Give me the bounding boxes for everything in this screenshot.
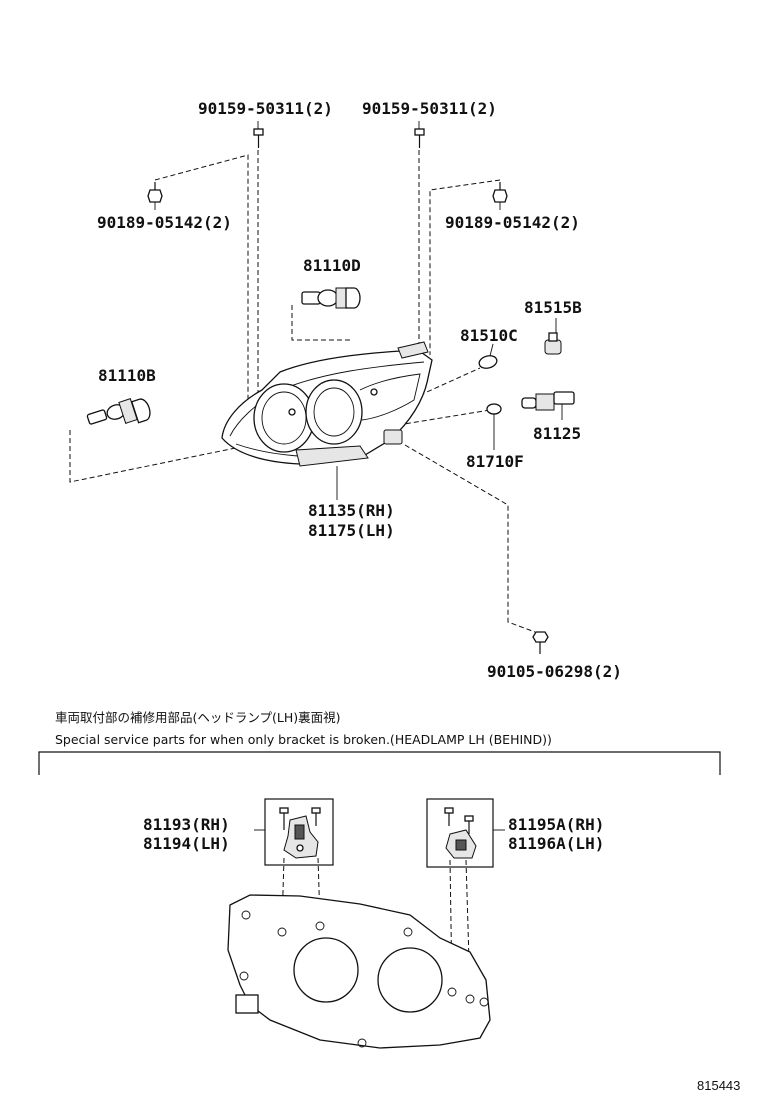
bulb-81110b-icon: [86, 398, 151, 425]
label-lens-81510c: 81510C: [460, 326, 518, 345]
label-lens-81710f: 81710F: [466, 452, 524, 471]
socket-81125-icon: [521, 391, 575, 420]
screw-top-left-icon: [253, 128, 264, 148]
label-bulb-81110b: 81110B: [98, 366, 156, 385]
bolt-right-icon: [492, 182, 508, 203]
bracket-81195a-box: [426, 798, 494, 868]
lens-81510c-icon: [478, 343, 498, 369]
label-socket-81125: 81125: [533, 424, 581, 443]
label-headlamp-rh: 81135(RH): [308, 501, 395, 520]
label-bolt-right: 90189-05142(2): [445, 213, 580, 232]
label-socket-81515b: 81515B: [524, 298, 582, 317]
label-bolt-left: 90189-05142(2): [97, 213, 232, 232]
screw-bottom-icon: [532, 631, 549, 654]
label-bracket-a-rh: 81193(RH): [143, 815, 230, 834]
headlamp-assembly-icon: [221, 341, 433, 467]
label-screw-top-left: 90159-50311(2): [198, 99, 333, 118]
socket-81515b-icon: [544, 318, 562, 355]
lens-81710f-icon: [486, 403, 502, 450]
bracket-81193-box: [264, 798, 334, 866]
label-bracket-b-rh: 81195A(RH): [508, 815, 604, 834]
section-frame: [38, 751, 721, 775]
note-japanese: 車両取付部の補修用部品(ヘッドランプ(LH)裏面視): [55, 710, 341, 725]
figure-number: 815443: [697, 1078, 740, 1093]
label-bracket-b-lh: 81196A(LH): [508, 834, 604, 853]
bolt-left-icon: [147, 182, 163, 203]
label-headlamp-lh: 81175(LH): [308, 521, 395, 540]
screw-top-right-icon: [414, 128, 425, 148]
note-english: Special service parts for when only brac…: [55, 732, 552, 747]
label-bracket-a-lh: 81194(LH): [143, 834, 230, 853]
headlamp-rear-view-icon: [227, 894, 491, 1049]
label-screw-top-right: 90159-50311(2): [362, 99, 497, 118]
bulb-81110d-icon: [301, 287, 361, 309]
label-screw-bottom: 90105-06298(2): [487, 662, 622, 681]
label-bulb-81110d: 81110D: [303, 256, 361, 275]
